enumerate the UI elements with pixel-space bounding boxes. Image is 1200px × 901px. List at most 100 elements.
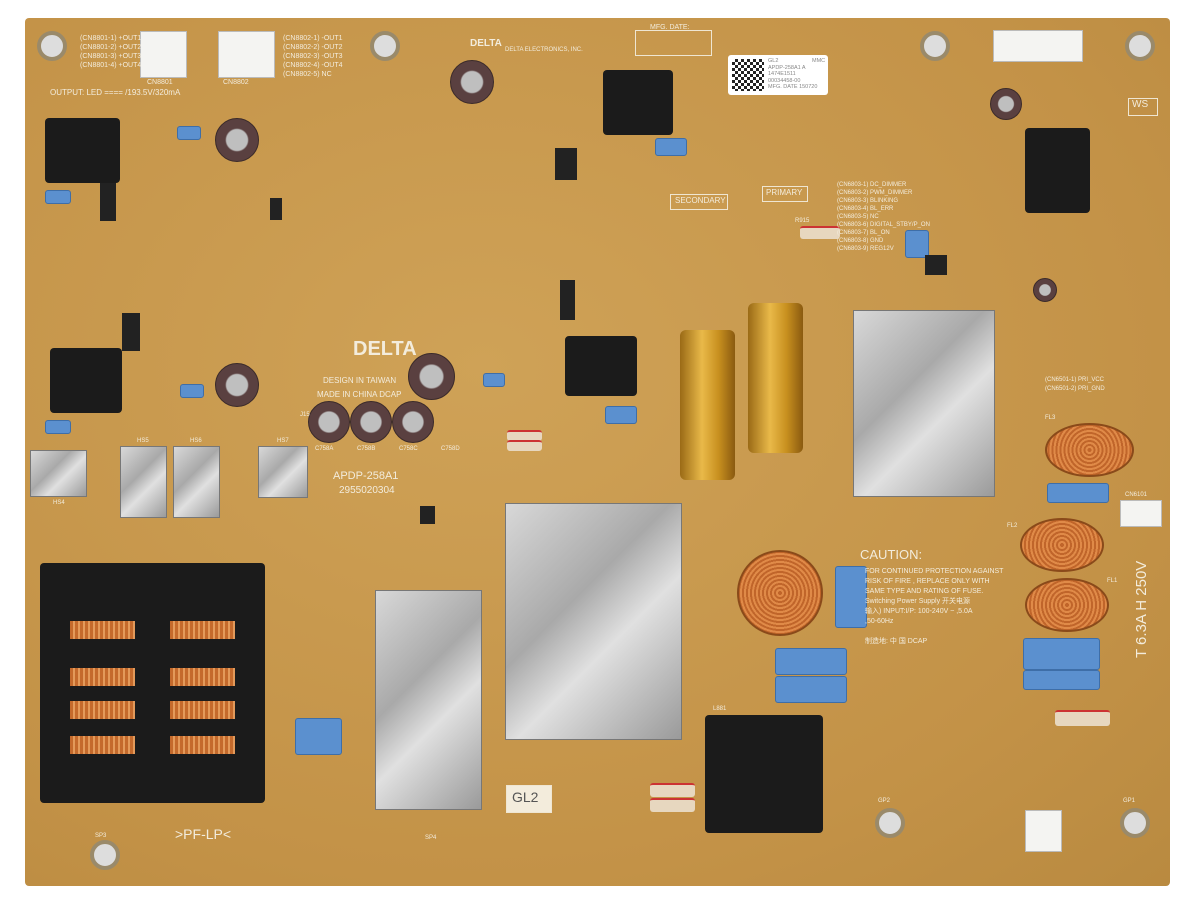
company-name: DELTA ELECTRONICS, INC. <box>505 47 583 53</box>
ic <box>560 280 575 320</box>
gl2-label: GL2 <box>512 789 539 805</box>
winding <box>170 668 235 686</box>
cn8801-pin-list: (CN8801-1) +OUT1 (CN8801-2) +OUT2 (CN880… <box>80 35 142 69</box>
mfg-date-label: MFG. DATE: <box>650 24 690 31</box>
film-capacitor <box>1023 638 1100 670</box>
ic <box>420 506 435 524</box>
ref-c758c: C758C <box>399 446 418 452</box>
cn8802-label: CN8802 <box>223 79 249 86</box>
sticker-mark: MMC <box>812 58 826 64</box>
resistor <box>1055 710 1110 726</box>
toroid-coil <box>1020 518 1104 572</box>
transformer <box>565 336 637 396</box>
winding <box>170 621 235 639</box>
secondary-label: SECONDARY <box>675 196 726 205</box>
capacitor <box>655 138 687 156</box>
primary-label: PRIMARY <box>766 188 803 197</box>
capacitor <box>905 230 929 258</box>
film-capacitor <box>835 566 867 628</box>
pcb-board: (CN8801-1) +OUT1 (CN8801-2) +OUT2 (CN880… <box>25 18 1170 886</box>
ws-label: WS <box>1132 99 1149 110</box>
ref-fl1: FL1 <box>1107 578 1118 584</box>
capacitor <box>990 88 1022 120</box>
capacitor <box>215 363 259 407</box>
capacitor <box>450 60 494 104</box>
resistor <box>507 430 542 441</box>
gl2-box <box>506 785 552 813</box>
film-capacitor <box>775 676 847 703</box>
heatsink <box>120 446 167 518</box>
transformer <box>1025 128 1090 213</box>
winding <box>170 701 235 719</box>
cn8802-pin-list: (CN8802-1) -OUT1 (CN8802-2) -OUT2 (CN880… <box>283 35 343 78</box>
capacitor <box>215 118 259 162</box>
capacitor <box>1033 278 1057 302</box>
resistor <box>507 440 542 451</box>
ref-hs4: HS4 <box>53 500 65 506</box>
toroid-coil <box>737 550 823 636</box>
transformer <box>50 348 122 413</box>
capacitor <box>180 384 204 398</box>
winding <box>70 701 135 719</box>
caution-title: CAUTION: <box>860 547 923 562</box>
cn6803-pin-list: (CN6803-1) DC_DIMMER (CN6803-2) PWM_DIMM… <box>837 182 930 252</box>
ic <box>122 313 140 351</box>
ref-j15: J15 <box>300 412 310 418</box>
ref-l881: L881 <box>713 706 727 712</box>
resistor <box>650 798 695 812</box>
connector <box>140 31 187 78</box>
mfg-date-box <box>635 30 712 56</box>
film-capacitor <box>1023 670 1100 690</box>
connector <box>1025 810 1062 852</box>
capacitor <box>483 373 505 387</box>
caution-text: FOR CONTINUED PROTECTION AGAINST RISK OF… <box>865 568 1004 645</box>
capacitor <box>45 420 71 434</box>
winding <box>70 736 135 754</box>
output-spec: OUTPUT: LED ==== /193.5V/320mA <box>50 88 181 97</box>
cn6501-pin-list: (CN6501-1) PRI_VCC (CN6501-2) PRI_GND <box>1045 377 1105 392</box>
mounting-hole <box>370 31 400 61</box>
ic <box>555 148 577 180</box>
mounting-hole <box>1120 808 1150 838</box>
ref-r915: R915 <box>795 218 810 224</box>
mounting-hole <box>875 808 905 838</box>
film-capacitor <box>1047 483 1109 503</box>
primary-box <box>762 186 808 202</box>
connector <box>218 31 275 78</box>
design-in-taiwan: DESIGN IN TAIWAN <box>323 376 397 385</box>
heatsink <box>30 450 87 497</box>
capacitor <box>308 401 350 443</box>
toroid-coil <box>1045 423 1134 477</box>
winding <box>70 621 135 639</box>
film-capacitor <box>295 718 342 755</box>
sticker-text: GL2 APDP-258A1 A 1474E1511 00034458-00 M… <box>768 58 818 90</box>
part-number: 2955020304 <box>339 485 395 496</box>
ref-hs5: HS5 <box>137 438 149 444</box>
model-number: APDP-258A1 <box>333 470 399 482</box>
resistor <box>800 226 840 239</box>
electrolytic-capacitor <box>748 303 803 453</box>
ref-hs6: HS6 <box>190 438 202 444</box>
secondary-box <box>670 194 728 210</box>
heatsink <box>258 446 308 498</box>
ic <box>270 198 282 220</box>
ref-sp3: SP3 <box>95 833 107 839</box>
delta-logo-small: DELTA <box>470 38 502 49</box>
capacitor <box>177 126 201 140</box>
transformer <box>45 118 120 183</box>
ref-c758b: C758B <box>357 446 376 452</box>
ref-gp1: GP1 <box>1123 798 1136 804</box>
product-sticker: GL2 APDP-258A1 A 1474E1511 00034458-00 M… <box>728 55 828 95</box>
transformer <box>603 70 673 135</box>
qr-code <box>732 59 764 91</box>
ic <box>925 255 947 275</box>
ref-c758a: C758A <box>315 446 334 452</box>
mounting-hole <box>90 840 120 870</box>
heatsink <box>505 503 682 740</box>
connector <box>1120 500 1162 527</box>
capacitor <box>605 406 637 424</box>
winding <box>170 736 235 754</box>
resistor <box>650 783 695 797</box>
capacitor <box>392 401 434 443</box>
ref-cn6101: CN6101 <box>1125 492 1148 498</box>
